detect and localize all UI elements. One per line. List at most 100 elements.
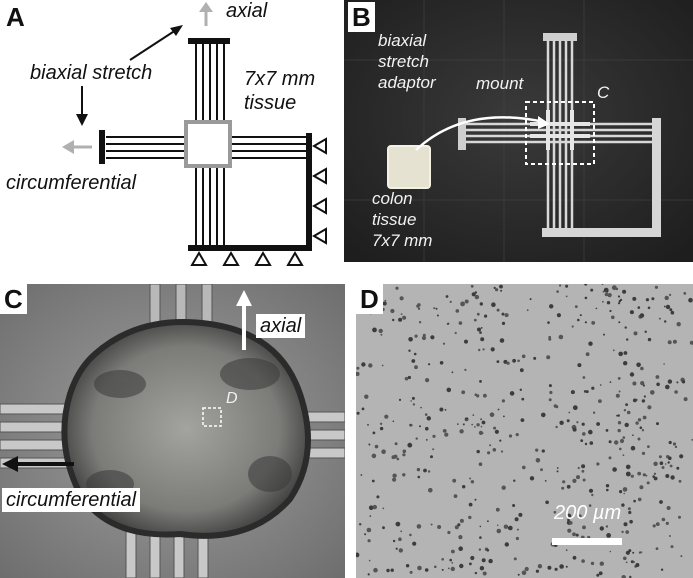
cell-dot	[612, 349, 615, 352]
cell-dot	[503, 359, 508, 364]
cell-dot	[360, 474, 363, 476]
cell-dot	[667, 461, 670, 464]
cell-dot	[665, 304, 671, 310]
cell-dot	[636, 362, 641, 368]
cell-dot	[608, 440, 612, 444]
cell-dot	[595, 307, 598, 310]
cell-dot	[479, 536, 482, 539]
cell-dot	[441, 558, 444, 561]
cell-dot	[493, 426, 497, 430]
cell-dot	[515, 433, 519, 437]
cell-dot	[437, 525, 442, 529]
cell-dot	[478, 430, 483, 435]
cell-speckles	[356, 284, 693, 578]
circumferential-arrow-c	[2, 456, 74, 472]
bottom-supports	[190, 251, 304, 266]
cell-dot	[669, 535, 671, 537]
cell-dot	[669, 308, 673, 312]
cell-dot	[364, 533, 367, 536]
cell-dot	[617, 421, 622, 425]
cell-dot	[459, 518, 464, 523]
cell-dot	[641, 451, 646, 455]
cell-dot	[412, 541, 417, 546]
cell-dot	[411, 396, 415, 400]
cell-dot	[372, 431, 376, 435]
cell-dot	[622, 454, 625, 457]
cell-dot	[416, 467, 421, 472]
cell-dot	[372, 327, 377, 333]
cell-dot	[591, 386, 595, 390]
adaptor-top-holder	[543, 33, 577, 41]
cell-dot	[611, 285, 617, 291]
cell-dot	[428, 487, 433, 493]
cell-dot	[500, 289, 503, 292]
cell-dot	[674, 445, 678, 449]
cell-dot	[517, 359, 520, 363]
cell-dot	[433, 307, 436, 310]
cell-dot	[572, 532, 576, 537]
axial-label-c: axial	[256, 314, 306, 338]
cell-dot	[514, 517, 519, 522]
cell-dot	[378, 328, 383, 334]
cell-dot	[569, 521, 573, 525]
cell-dot	[558, 334, 564, 340]
cell-dot	[392, 318, 395, 322]
cell-dot	[683, 397, 688, 402]
cell-dot	[584, 442, 588, 446]
cell-dot	[470, 555, 475, 561]
cell-dot	[639, 426, 643, 429]
axial-label: axial	[226, 0, 268, 22]
cell-dot	[618, 302, 621, 305]
cell-dot	[625, 561, 628, 564]
cell-dot	[382, 507, 385, 510]
cell-dot	[590, 288, 594, 292]
cell-dot	[553, 404, 558, 408]
cell-dot	[553, 510, 557, 514]
cell-dot	[361, 362, 366, 367]
cell-dot	[638, 551, 642, 554]
cell-dot	[414, 334, 418, 338]
cell-dot	[392, 539, 396, 543]
cell-dot	[396, 457, 400, 461]
cell-dot	[508, 434, 513, 438]
cell-dot	[473, 318, 477, 322]
cell-dot	[582, 525, 586, 530]
cell-dot	[386, 568, 390, 573]
cell-dot	[382, 301, 387, 306]
cell-dot	[495, 288, 499, 292]
cell-dot	[668, 456, 672, 460]
cell-dot	[559, 420, 564, 425]
cell-dot	[582, 376, 586, 379]
mount-label: mount	[476, 74, 524, 93]
cell-dot	[491, 302, 496, 307]
cell-dot	[559, 564, 564, 569]
cell-dot	[402, 473, 406, 477]
cell-dot	[421, 335, 427, 341]
cell-dot	[415, 437, 418, 440]
cell-dot	[688, 297, 693, 303]
cell-dot	[398, 398, 402, 401]
cell-dot	[413, 352, 417, 356]
cell-dot	[408, 349, 411, 352]
cell-dot	[416, 524, 422, 529]
cell-dot	[356, 411, 360, 415]
cell-dot	[622, 436, 626, 439]
cell-dot	[512, 358, 516, 363]
cell-dot	[630, 560, 634, 564]
cell-dot	[513, 557, 517, 561]
cell-dot	[392, 477, 397, 482]
panel-label-d: D	[356, 284, 383, 314]
cell-dot	[384, 299, 387, 302]
cell-dot	[643, 395, 646, 398]
cell-dot	[541, 449, 545, 453]
cell-dot	[517, 573, 520, 576]
cell-dot	[368, 443, 371, 446]
cell-dot	[562, 480, 566, 484]
cell-dot	[608, 456, 612, 460]
left-clamp	[99, 130, 105, 164]
cell-dot	[381, 449, 386, 454]
cell-dot	[596, 462, 600, 466]
cell-dot	[556, 467, 559, 469]
cell-dot	[395, 547, 398, 550]
cell-dot	[623, 522, 628, 527]
